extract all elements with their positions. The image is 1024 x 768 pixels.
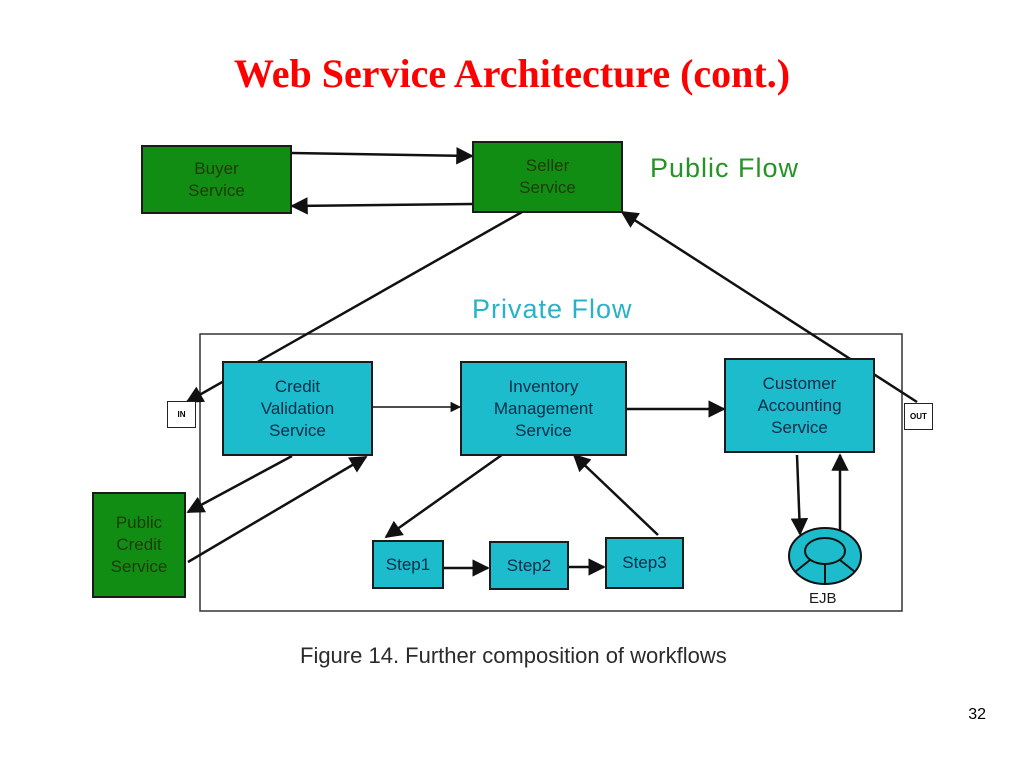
arrow-customer-to-ejb (790, 454, 809, 536)
credit-validation-service-node: Credit Validation Service (222, 361, 373, 456)
figure-caption: Figure 14. Further composition of workfl… (300, 643, 727, 668)
arrow-credit-to-public-credit (186, 454, 293, 514)
private-flow-label: Private Flow (472, 294, 633, 324)
public-flow-label: Public Flow (650, 153, 800, 183)
ejb-database-icon (788, 527, 862, 585)
public-credit-service-node: Public Credit Service (92, 492, 186, 598)
arrow-seller-to-buyer (290, 197, 473, 215)
arrow-buyer-to-seller (291, 146, 474, 165)
step3-node: Step3 (605, 537, 684, 589)
slide-title: Web Service Architecture (cont.) (233, 51, 791, 96)
arrow-public-credit-to-credit (187, 455, 368, 564)
out-port: OUT (904, 403, 933, 430)
arrow-step3-to-inventory (572, 453, 659, 536)
in-port: IN (167, 401, 196, 428)
arrow-inventory-to-step1 (384, 450, 507, 539)
page-number: 32 (968, 706, 986, 723)
private-flow-container (199, 333, 903, 612)
seller-service-node: Seller Service (472, 141, 623, 213)
step1-node: Step1 (372, 540, 444, 589)
inventory-management-service-node: Inventory Management Service (460, 361, 627, 456)
buyer-service-node: Buyer Service (141, 145, 292, 214)
ejb-label: EJB (809, 590, 837, 607)
step2-node: Step2 (489, 541, 569, 590)
customer-accounting-service-node: Customer Accounting Service (724, 358, 875, 453)
